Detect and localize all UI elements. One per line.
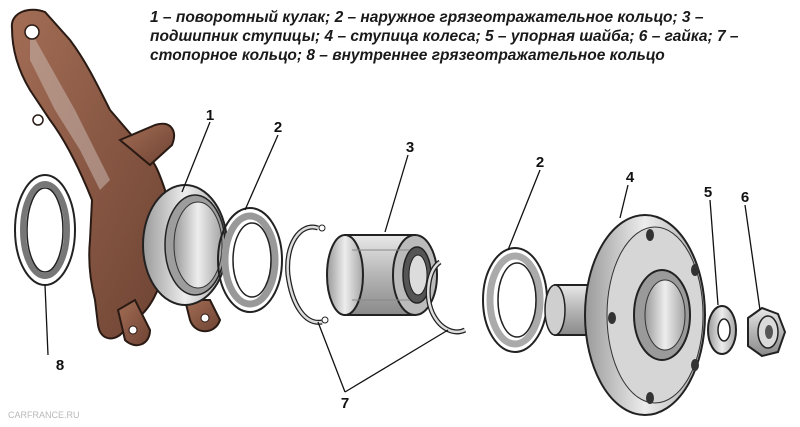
hub-nut-part bbox=[747, 306, 787, 358]
leader-lines bbox=[44, 121, 761, 393]
steering-knuckle-part bbox=[10, 8, 228, 347]
retaining-ring-right-part bbox=[425, 259, 467, 335]
retaining-ring-left-part bbox=[285, 224, 329, 325]
thrust-washer-part bbox=[707, 305, 737, 355]
callout-6: 6 bbox=[741, 189, 749, 206]
callout-3: 3 bbox=[406, 139, 414, 156]
callout-7: 7 bbox=[341, 395, 349, 412]
parts-legend-caption: 1 – поворотный кулак; 2 – наружное грязе… bbox=[150, 9, 739, 64]
watermark: CARFRANCE.RU bbox=[8, 410, 80, 420]
inner-dust-ring-part bbox=[14, 174, 76, 286]
callout-2-right: 2 bbox=[536, 154, 544, 171]
callout-4: 4 bbox=[626, 169, 635, 186]
wheel-hub-part bbox=[544, 214, 706, 416]
callout-8: 8 bbox=[56, 357, 64, 374]
callout-2-left: 2 bbox=[274, 119, 282, 136]
outer-dust-ring-right-part bbox=[482, 247, 548, 353]
outer-dust-ring-left-part bbox=[217, 207, 283, 313]
callout-5: 5 bbox=[704, 184, 712, 201]
callout-1: 1 bbox=[206, 107, 214, 124]
hub-bearing-part bbox=[326, 234, 438, 316]
